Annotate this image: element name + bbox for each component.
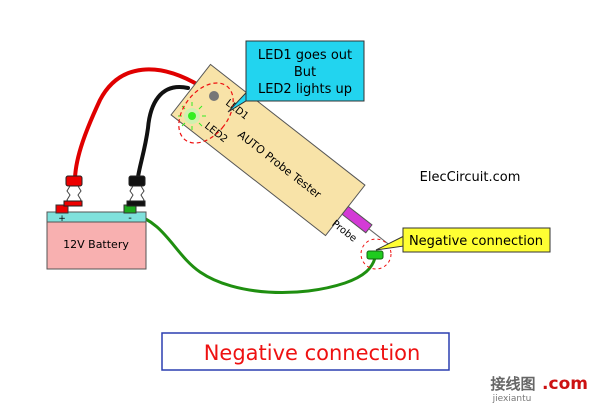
black-wire bbox=[136, 85, 190, 179]
caption-box bbox=[161, 332, 450, 371]
caption-text: Negative connection bbox=[204, 341, 421, 365]
battery-plus-label: + bbox=[58, 214, 66, 224]
probe-contact-clip bbox=[366, 250, 384, 260]
green-wire bbox=[131, 212, 377, 294]
probe-tester: AUTO Probe Tester Probe bbox=[170, 63, 390, 246]
watermark: 接线图 .com jiexiantu bbox=[490, 374, 587, 404]
callout-negative: Negative connection bbox=[375, 227, 551, 253]
callout-box bbox=[245, 40, 365, 102]
callout-negative-text: Negative connection bbox=[409, 234, 543, 249]
probe-contact-highlight bbox=[360, 238, 392, 270]
red-wire bbox=[73, 67, 202, 180]
watermark-sub: jiexiantu bbox=[492, 394, 532, 404]
battery: + - 12V Battery bbox=[46, 204, 147, 270]
led2-indicator bbox=[188, 112, 196, 120]
battery-plus-terminal bbox=[55, 204, 69, 214]
led1-indicator bbox=[209, 91, 219, 101]
battery-label: 12V Battery bbox=[63, 238, 129, 251]
probe-needle bbox=[368, 228, 390, 246]
red-clip bbox=[63, 175, 83, 207]
callout-line1: LED1 goes out bbox=[258, 48, 352, 63]
callout-negative-box bbox=[402, 227, 551, 253]
watermark-main: 接线图 bbox=[490, 375, 535, 393]
callout-line3: LED2 lights up bbox=[258, 82, 352, 97]
callout-line2: But bbox=[294, 65, 316, 80]
battery-top bbox=[46, 211, 147, 223]
black-clip bbox=[126, 175, 146, 207]
led-highlight-oval bbox=[178, 82, 234, 144]
watermark-dotcom: .com bbox=[542, 374, 588, 394]
caption: Negative connection bbox=[161, 332, 450, 371]
callout-led-status: LED1 goes out But LED2 lights up bbox=[227, 40, 365, 113]
battery-body bbox=[46, 219, 147, 270]
battery-minus-label: - bbox=[128, 213, 132, 224]
site-credit: ElecCircuit.com bbox=[420, 170, 521, 185]
